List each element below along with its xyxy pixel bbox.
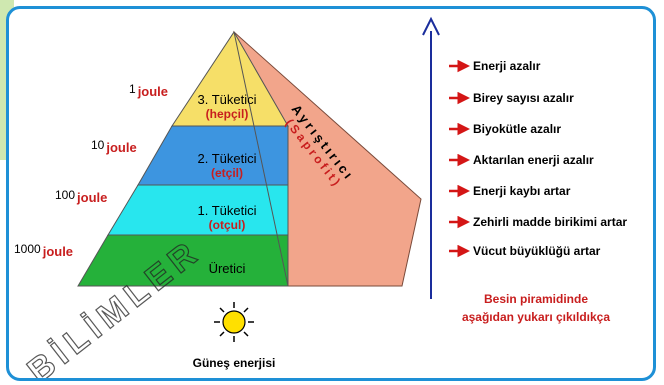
sun-icon [214, 302, 254, 342]
caption-line-1: Besin piramidinde [484, 292, 588, 306]
fact-item: Zehirli madde birikimi artar [473, 215, 627, 229]
sun-label: Güneş enerjisi [193, 356, 276, 370]
fact-item: Birey sayısı azalır [473, 91, 574, 105]
diagram-frame: 3. Tüketici (hepçil) 2. Tüketici (etçil)… [6, 6, 656, 381]
level-2-sub: (etçil) [211, 166, 243, 180]
food-pyramid-diagram: 3. Tüketici (hepçil) 2. Tüketici (etçil)… [14, 16, 627, 378]
level-1-title: 1. Tüketici [197, 203, 256, 218]
fact-item: Vücut büyüklüğü artar [473, 244, 601, 258]
fact-item: Aktarılan enerji azalır [473, 153, 594, 167]
level-1-sub: (otçul) [209, 218, 246, 232]
fact-item: Biyokütle azalır [473, 122, 561, 136]
fact-item: Enerji kaybı artar [473, 184, 571, 198]
level-2-title: 2. Tüketici [197, 151, 256, 166]
producer-title: Üretici [209, 261, 246, 276]
facts-list: Enerji azalır Birey sayısı azalır Biyokü… [449, 59, 627, 258]
fact-item: Enerji azalır [473, 59, 541, 73]
level-3-title: 3. Tüketici [197, 92, 256, 107]
up-arrow [422, 16, 440, 299]
caption-line-2: aşağıdan yukarı çıkıldıkça [462, 310, 610, 324]
level-3-sub: (hepçil) [206, 107, 249, 121]
